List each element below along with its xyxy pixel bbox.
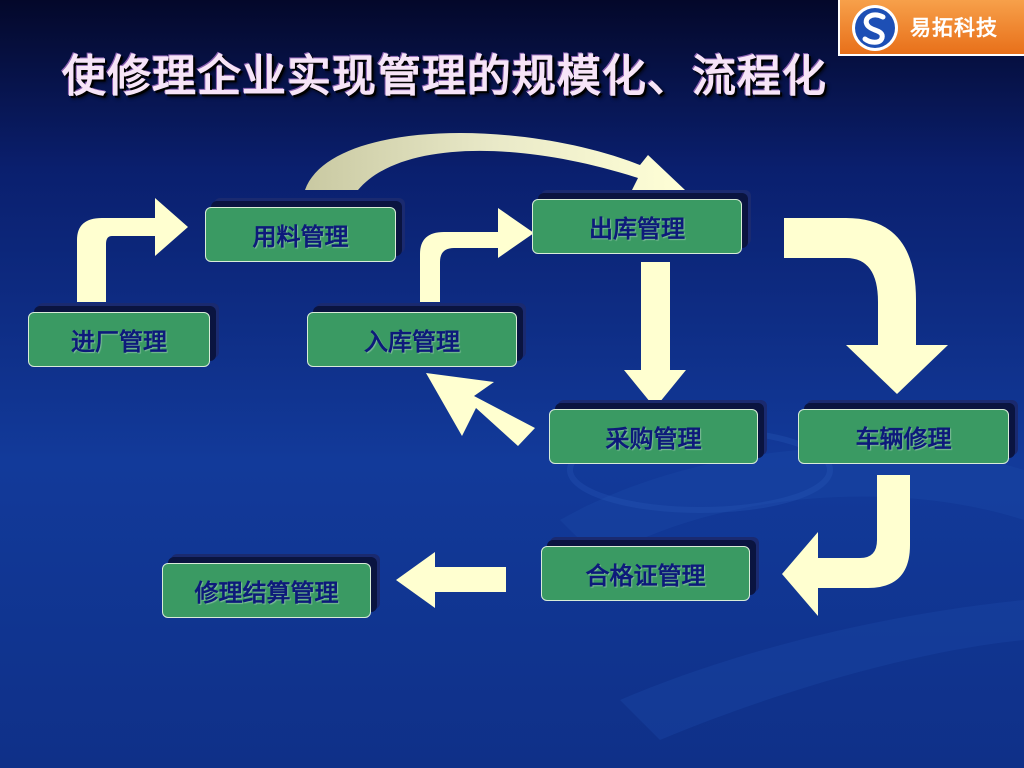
taiji-s-logo-icon (852, 5, 898, 51)
node-jinchang: 进厂管理 (28, 312, 210, 367)
node-chuku: 出库管理 (532, 199, 742, 254)
node-ruku: 入库管理 (307, 312, 517, 367)
node-caigou: 采购管理 (549, 409, 758, 464)
node-cheliang: 车辆修理 (798, 409, 1009, 464)
logo-text: 易拓科技 (910, 16, 998, 40)
node-yongliao: 用料管理 (205, 207, 396, 262)
page-title: 使修理企业实现管理的规模化、流程化 (62, 51, 827, 102)
company-logo: 易拓科技 (838, 0, 1024, 56)
node-jiesuan: 修理结算管理 (162, 563, 371, 618)
node-hegezheng: 合格证管理 (541, 546, 750, 601)
